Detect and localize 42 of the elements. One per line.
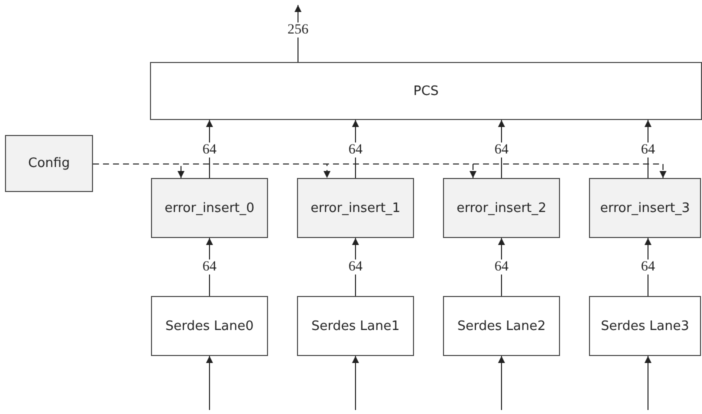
bus-width-label: 64 xyxy=(494,142,510,158)
config-block xyxy=(5,135,93,192)
module-block xyxy=(443,178,560,238)
block-label: Serdes Lane2 xyxy=(457,318,546,334)
arrow xyxy=(644,356,652,410)
pcs-block xyxy=(150,62,702,120)
module-block xyxy=(297,178,414,238)
module-block xyxy=(443,296,560,356)
module-block xyxy=(297,296,414,356)
arrow xyxy=(206,238,213,296)
bus-width-label: 64 xyxy=(494,260,510,274)
arrow xyxy=(294,4,302,62)
bus-width-label: 64 xyxy=(202,142,218,158)
bus-width-label: 64 xyxy=(348,142,364,158)
bus-width-label: 64 xyxy=(202,260,218,274)
arrow xyxy=(352,356,359,410)
arrow xyxy=(206,356,213,410)
block-label: error_insert_1 xyxy=(310,200,400,216)
bus-width-label: 64 xyxy=(640,260,656,274)
block-label: error_insert_2 xyxy=(456,200,546,216)
block-label: Serdes Lane0 xyxy=(165,318,254,334)
arrow xyxy=(206,120,213,178)
arrow xyxy=(352,238,359,296)
block-label: error_insert_0 xyxy=(164,200,254,216)
block-label: Serdes Lane3 xyxy=(600,318,690,334)
module-block xyxy=(589,178,701,238)
arrow xyxy=(498,120,505,178)
block-label: Config xyxy=(28,156,70,171)
module-block xyxy=(151,178,268,238)
module-block xyxy=(589,296,701,356)
bus-width-label: 256 xyxy=(286,22,310,38)
arrow xyxy=(498,356,505,410)
block-label: Serdes Lane1 xyxy=(311,318,400,334)
module-block xyxy=(151,296,268,356)
block-label: error_insert_3 xyxy=(600,200,690,216)
arrow xyxy=(644,120,652,178)
bus-width-label: 64 xyxy=(348,260,364,274)
block-label: PCS xyxy=(413,84,439,98)
arrow xyxy=(644,238,652,296)
bus-width-label: 64 xyxy=(640,142,656,158)
arrow xyxy=(352,120,359,178)
arrow xyxy=(498,238,505,296)
